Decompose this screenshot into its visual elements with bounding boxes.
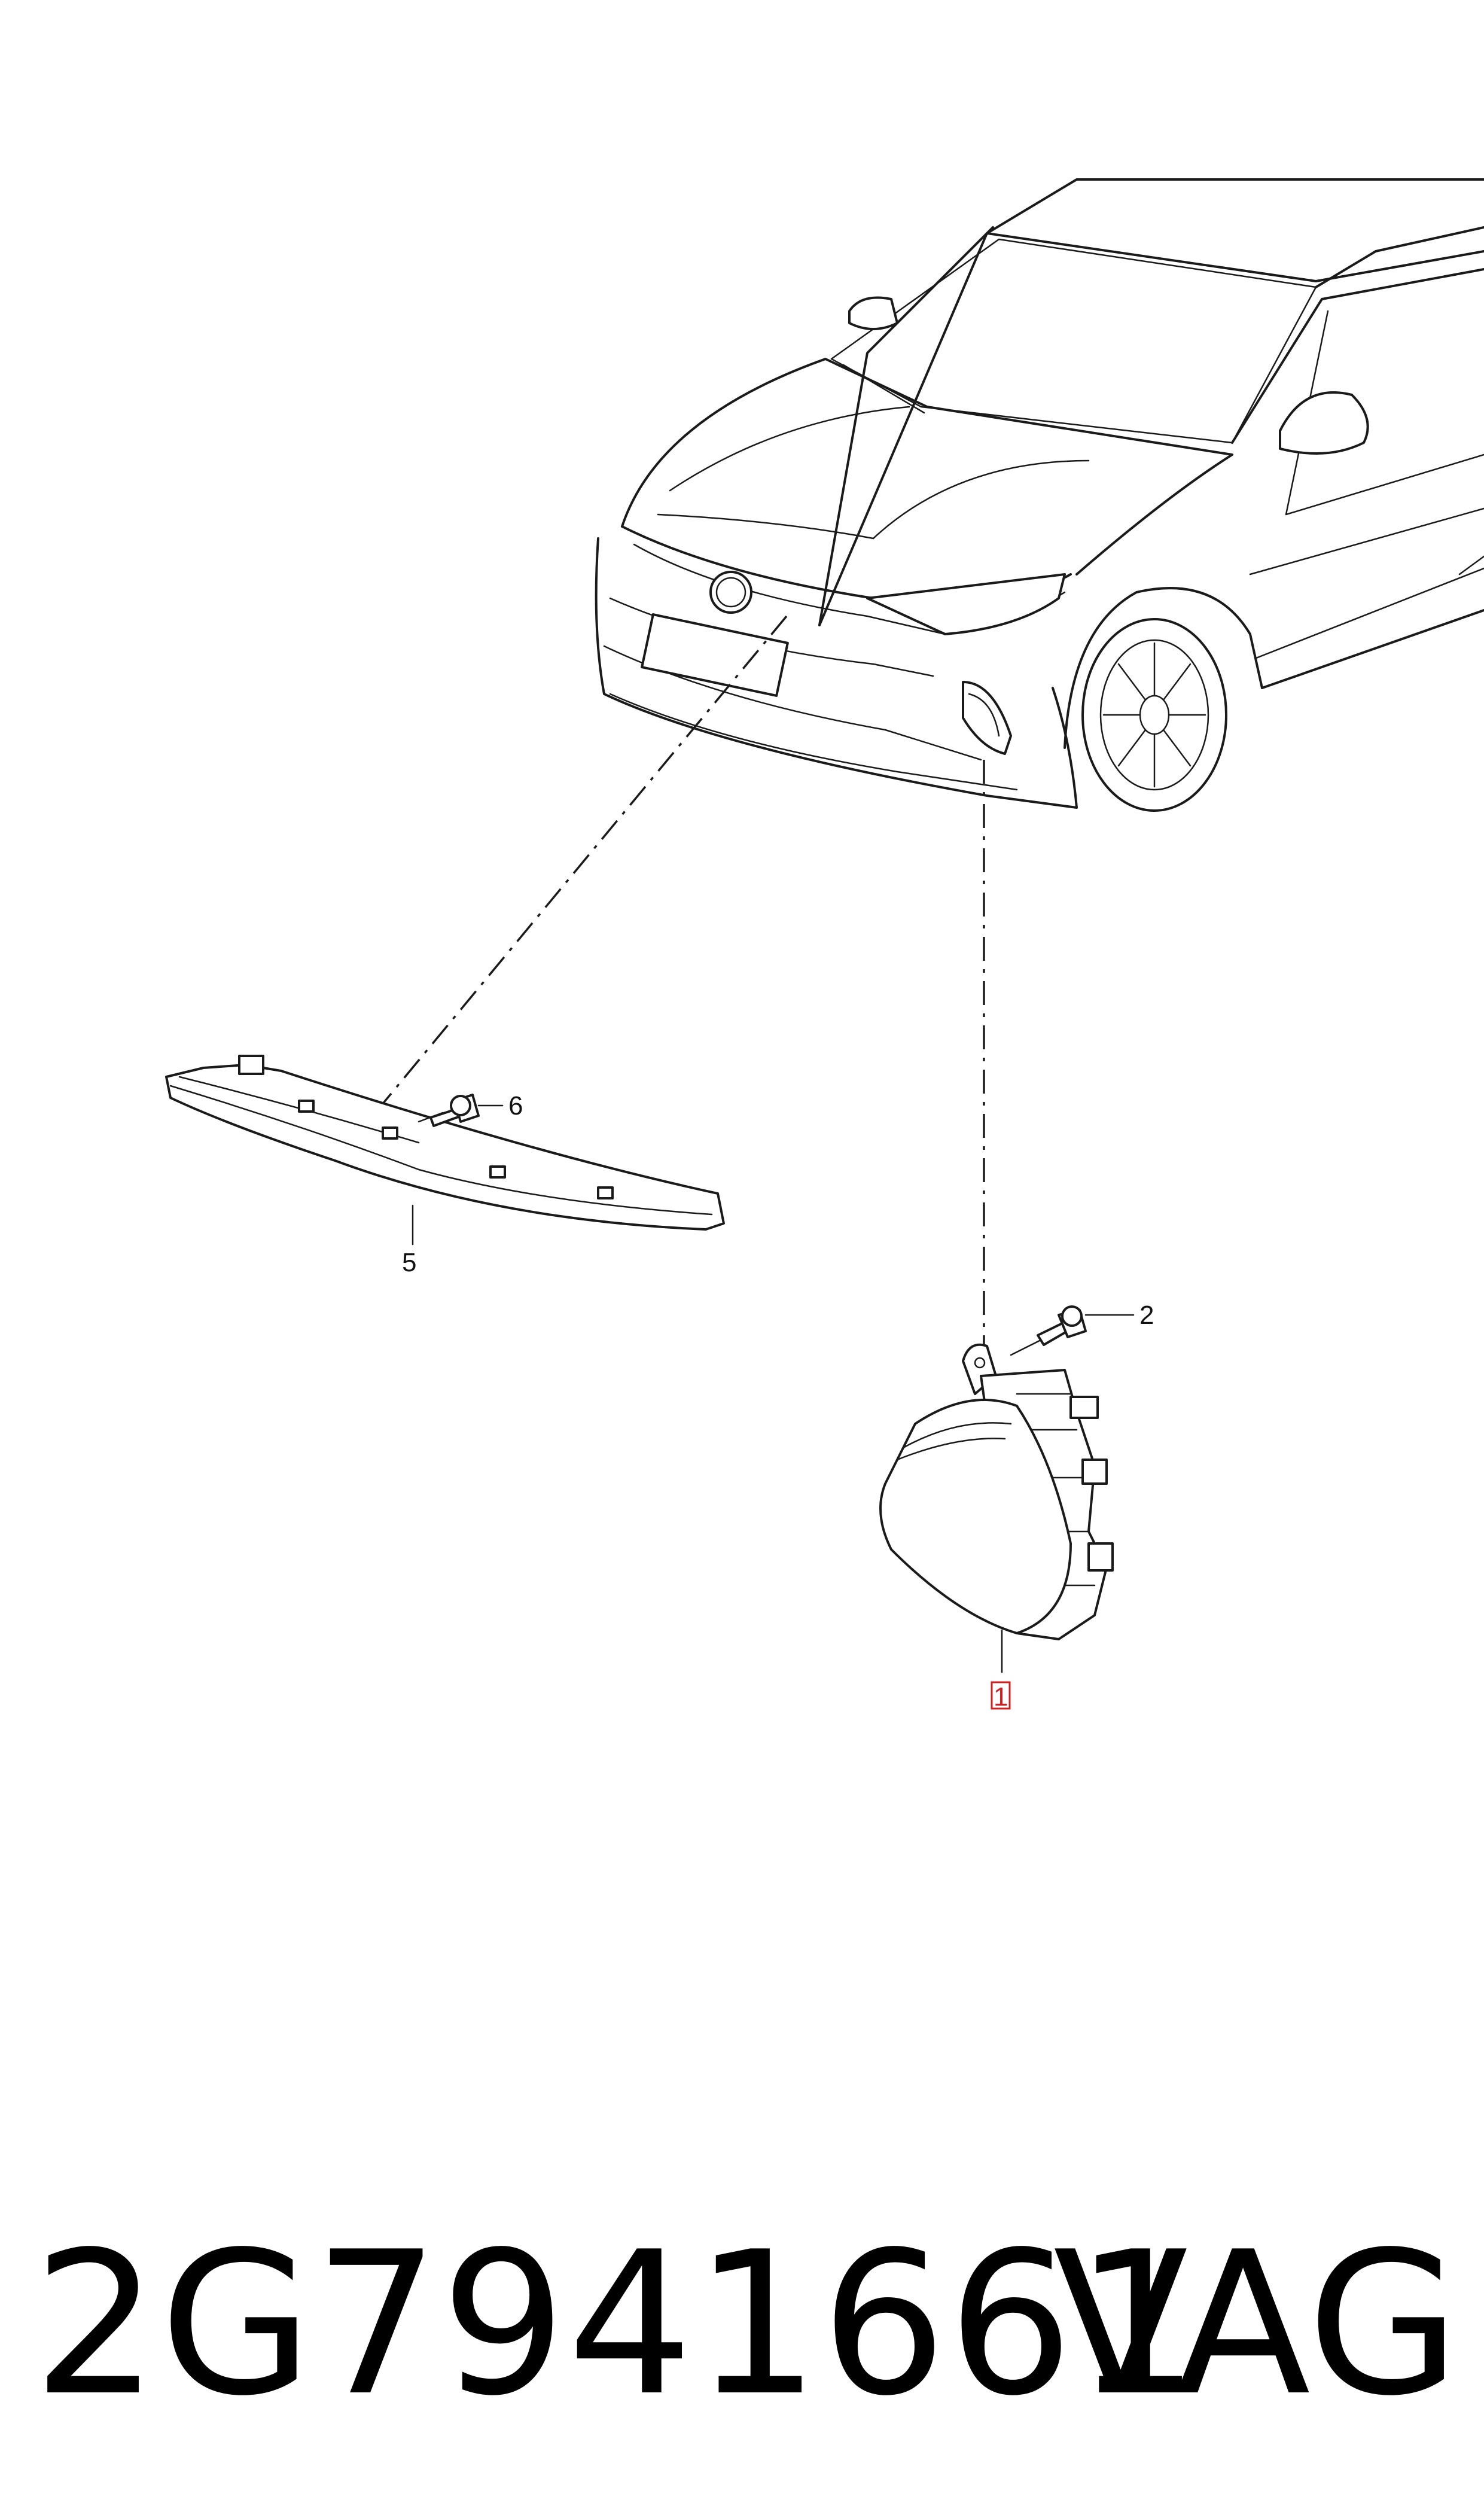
callout-leaders [412, 1204, 1003, 1673]
callout-1-highlight-box [991, 1681, 1011, 1710]
callout-2-label: 2 [1139, 1301, 1154, 1330]
part-number: 2G7941661 [33, 2209, 1202, 2439]
trim-strip-part [165, 1055, 725, 1231]
callout-6-label: 6 [508, 1091, 523, 1121]
callout-1-label: 1 [994, 1682, 1008, 1712]
footer: 2G7941661 VAG [0, 2213, 1484, 2453]
fog-light-part [879, 1343, 1114, 1640]
car-front-illustration [595, 178, 1484, 812]
screw-2-part [1010, 1305, 1135, 1356]
leader-lines [367, 615, 985, 1364]
callout-labels: 6 5 2 1 [402, 1091, 1154, 1712]
callout-5-label: 5 [402, 1248, 416, 1277]
brand-label: VAG [1053, 2209, 1460, 2439]
leader-line-grille-strip [367, 615, 788, 1123]
screw-6-part [418, 1094, 504, 1127]
